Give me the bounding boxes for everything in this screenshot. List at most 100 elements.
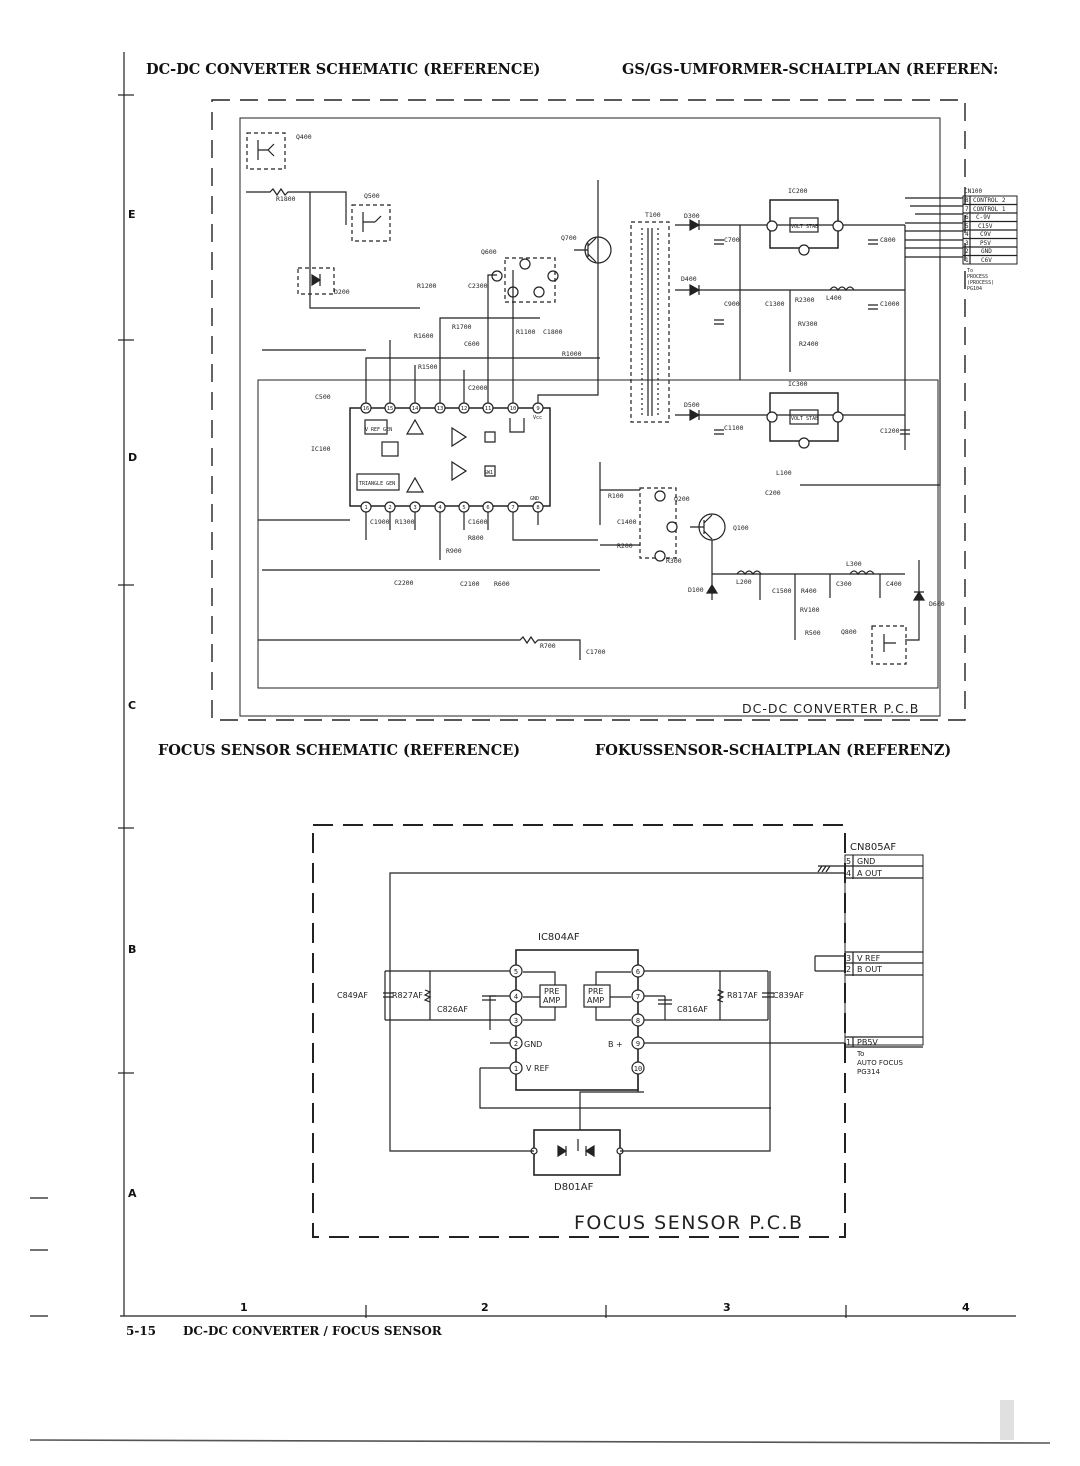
label-r1800: R1800 — [276, 195, 296, 203]
ic100-vref-gen: V REF GEN — [365, 427, 392, 433]
label-r200: R200 — [617, 542, 633, 550]
cn805af-pin-1-num: 1 — [846, 1038, 851, 1047]
label-r1000: R1000 — [562, 350, 582, 358]
cn100-to-1: PROCESS — [967, 274, 988, 280]
label-ic200: IC200 — [788, 187, 808, 195]
dcdc-converter-schematic: Q400 Q500 Q600 Q700 Q200 Q100 Q800 D200 … — [211, 99, 1018, 721]
cn805af-pin-3-sig: V REF — [857, 954, 881, 963]
cn805af-pin-4-sig: A OUT — [857, 869, 882, 878]
label-r900: R900 — [446, 547, 462, 555]
ic100-pin-9: 9 — [536, 406, 539, 412]
row-label-b: B — [128, 943, 136, 956]
cn100-pin-2-sig: GND — [981, 248, 992, 255]
cn100-to-3: PG104 — [967, 286, 982, 292]
label-c849af: C849AF — [337, 991, 368, 1000]
cn100-pin-7-num: 7 — [965, 206, 969, 213]
cn100-pin-2-num: 2 — [965, 248, 969, 255]
label-c700: C700 — [724, 236, 740, 244]
cn805af-label: CN805AF — [850, 842, 896, 853]
label-c1300: C1300 — [765, 300, 785, 308]
ic200-volt-stab: VOLT STAB — [791, 224, 818, 230]
cn805af-pin-1-sig: PB5V — [857, 1038, 878, 1047]
dcdc-board-outline — [211, 99, 966, 721]
row-label-c: C — [128, 699, 136, 712]
cn805af-to-2: PG314 — [857, 1068, 881, 1076]
pin-label-gnd: GND — [524, 1040, 542, 1049]
label-c1200: C1200 — [880, 427, 900, 435]
grid-labels: E D C B A 1 2 3 4 — [128, 208, 970, 1314]
label-r500: R500 — [805, 629, 821, 637]
label-q200: Q200 — [674, 495, 690, 503]
ic100-pin-12: 12 — [461, 406, 468, 412]
label-c600: C600 — [464, 340, 480, 348]
cn100-to-2: (PROCESS) — [967, 280, 994, 286]
ic100-gnd: GND — [530, 496, 539, 502]
label-t100: T100 — [645, 211, 661, 219]
cn100-pin-1-sig: C6V — [981, 257, 992, 264]
ic804af-pin-9: 9 — [636, 1040, 640, 1048]
label-r827af: R827AF — [392, 991, 423, 1000]
cn100-pin-5-sig: C15V — [978, 223, 993, 230]
label-c800: C800 — [880, 236, 896, 244]
page-frame — [29, 52, 1051, 1444]
cn805af-pin-5-num: 5 — [846, 857, 851, 866]
label-r700: R700 — [540, 642, 556, 650]
cn100-pin-5-num: 5 — [965, 223, 969, 230]
label-c2000: C2000 — [468, 384, 488, 392]
d801af-box — [533, 1129, 621, 1176]
ic100-vcc: Vcc — [533, 415, 542, 421]
ic100-pin-1: 1 — [364, 505, 367, 511]
cn100-pin-7-sig: CONTROL 1 — [973, 206, 1006, 213]
pre-amp-right-2: AMP — [587, 996, 604, 1005]
label-r1100: R1100 — [516, 328, 536, 336]
ic100-pin-7: 7 — [511, 505, 514, 511]
label-c826af: C826AF — [437, 1005, 468, 1014]
focus-board-outline — [312, 824, 846, 1238]
cn100-pin-8-sig: CONTROL 2 — [973, 197, 1006, 204]
ic100-triangle-gen: TRIANGLE GEN — [359, 481, 395, 487]
pre-amp-left-1: PRE — [544, 987, 559, 996]
row-label-e: E — [128, 208, 136, 221]
label-ic100: IC100 — [311, 445, 331, 453]
dcdc-title-de: GS/GS-UMFORMER-SCHALTPLAN (REFEREN: — [622, 61, 998, 78]
ic100-sw1: SW1 — [484, 470, 493, 476]
cn100-pin-3-sig: P5V — [980, 240, 991, 247]
footer-page-number: 5-15 — [126, 1324, 156, 1338]
ic100-pin-6: 6 — [486, 505, 489, 511]
col-label-1: 1 — [240, 1301, 248, 1314]
label-q400: Q400 — [296, 133, 312, 141]
focus-title-en: FOCUS SENSOR SCHEMATIC (REFERENCE) — [158, 742, 520, 759]
ic100-pin-10: 10 — [510, 406, 517, 412]
label-c1100: C1100 — [724, 424, 744, 432]
label-r1700: R1700 — [452, 323, 472, 331]
pre-amp-left-2: AMP — [543, 996, 560, 1005]
label-l300: L300 — [846, 560, 862, 568]
ic100-pin-2: 2 — [388, 505, 391, 511]
label-c2200: C2200 — [394, 579, 414, 587]
cn100-pin-4-num: 4 — [965, 231, 969, 238]
label-rv300: RV300 — [798, 320, 818, 328]
label-q600: Q600 — [481, 248, 497, 256]
ic804af-label: IC804AF — [538, 932, 580, 943]
label-r1200: R1200 — [417, 282, 437, 290]
label-c2300: C2300 — [468, 282, 488, 290]
dcdc-board-label: DC-DC CONVERTER P.C.B — [742, 701, 919, 716]
pin-label-vref: V REF — [526, 1064, 550, 1073]
label-c1800: C1800 — [543, 328, 563, 336]
label-d100: D100 — [688, 586, 704, 594]
focus-sensor-schematic: IC804AF PRE AMP PRE AMP C849AF R827AF C8… — [312, 824, 924, 1238]
label-r400: R400 — [801, 587, 817, 595]
label-r300: R300 — [666, 557, 682, 565]
label-r2300: R2300 — [795, 296, 815, 304]
label-q800: Q800 — [841, 628, 857, 636]
pre-amp-right-1: PRE — [588, 987, 603, 996]
d801af-label: D801AF — [554, 1182, 594, 1193]
label-l200: L200 — [736, 578, 752, 586]
label-d600: D600 — [929, 600, 945, 608]
label-c1500: C1500 — [772, 587, 792, 595]
label-d500: D500 — [684, 401, 700, 409]
focus-board-label: FOCUS SENSOR P.C.B — [574, 1212, 804, 1234]
ic804af-pin-7: 7 — [636, 993, 640, 1001]
cn100-pin-8-num: 8 — [965, 197, 969, 204]
label-c1900: C1900 — [370, 518, 390, 526]
